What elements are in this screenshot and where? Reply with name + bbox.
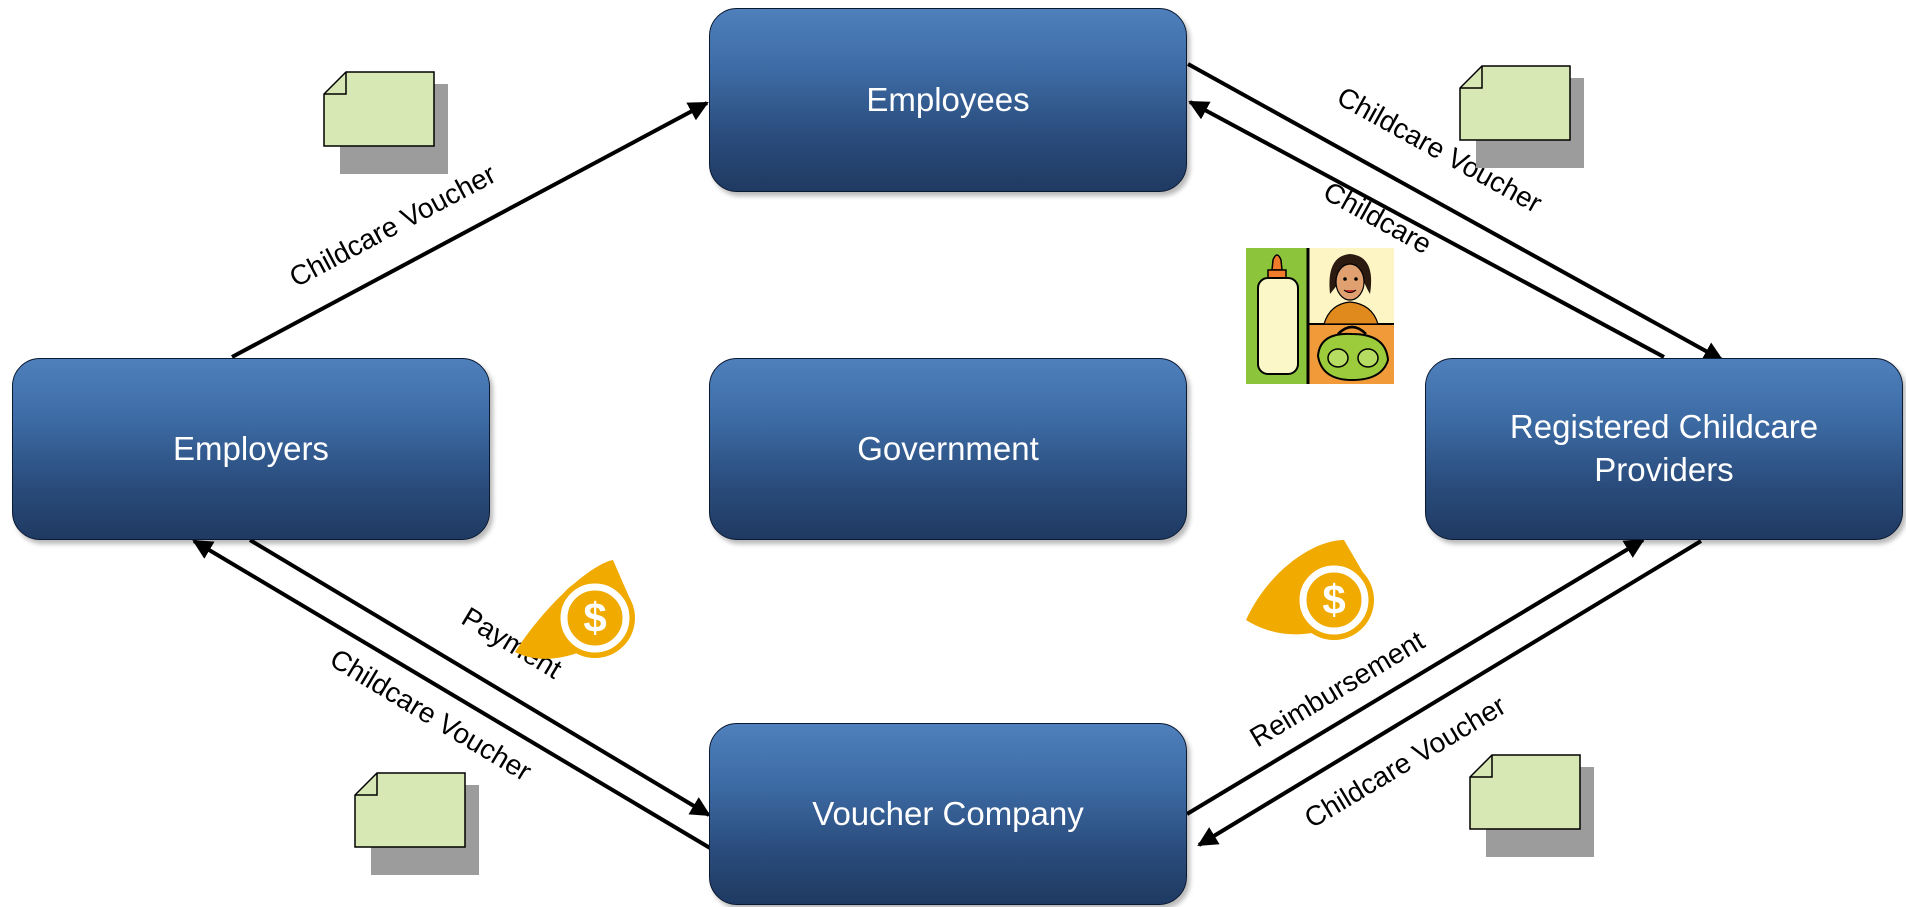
registered-childcare-providers-node: Registered Childcare Providers [1425,358,1903,540]
dollar-coin-icon: $ [515,560,635,659]
arrow-providers-to-employees [1188,100,1665,359]
government-node: Government [709,358,1187,540]
government-label: Government [857,429,1039,467]
label-providers-to-employees: Childcare [1318,175,1436,259]
voucher-document-icon [354,772,479,875]
svg-text:$: $ [583,594,606,641]
registered-childcare-providers-label: Registered Childcare Providers [1509,408,1819,488]
voucher-document-icon [1459,65,1584,168]
arrow-voucher-company-to-employers [192,539,712,850]
employers-node: Employers [12,358,490,540]
arrow-employees-to-providers [1187,62,1724,362]
label-voucher-company-to-employers: Childcare Voucher [325,643,537,787]
arrow-employers-to-voucher-company [248,538,711,817]
employers-label: Employers [173,429,329,467]
arrow-voucher-company-to-providers [1185,538,1645,816]
voucher-document-icon [323,71,448,174]
voucher-company-label: Voucher Company [812,794,1084,832]
dollar-coin-icon: $ [1246,540,1374,640]
svg-text:$: $ [1322,576,1345,623]
arrow-providers-to-voucher-company [1197,539,1703,847]
arrow-employers-to-employees [231,101,709,359]
employees-label: Employees [866,80,1030,118]
employees-node: Employees [709,8,1187,192]
voucher-document-icon [1469,754,1594,857]
label-voucher-company-to-providers: Reimbursement [1244,625,1430,753]
childcare-clipart-icon [1246,248,1394,384]
voucher-company-node: Voucher Company [709,723,1187,905]
